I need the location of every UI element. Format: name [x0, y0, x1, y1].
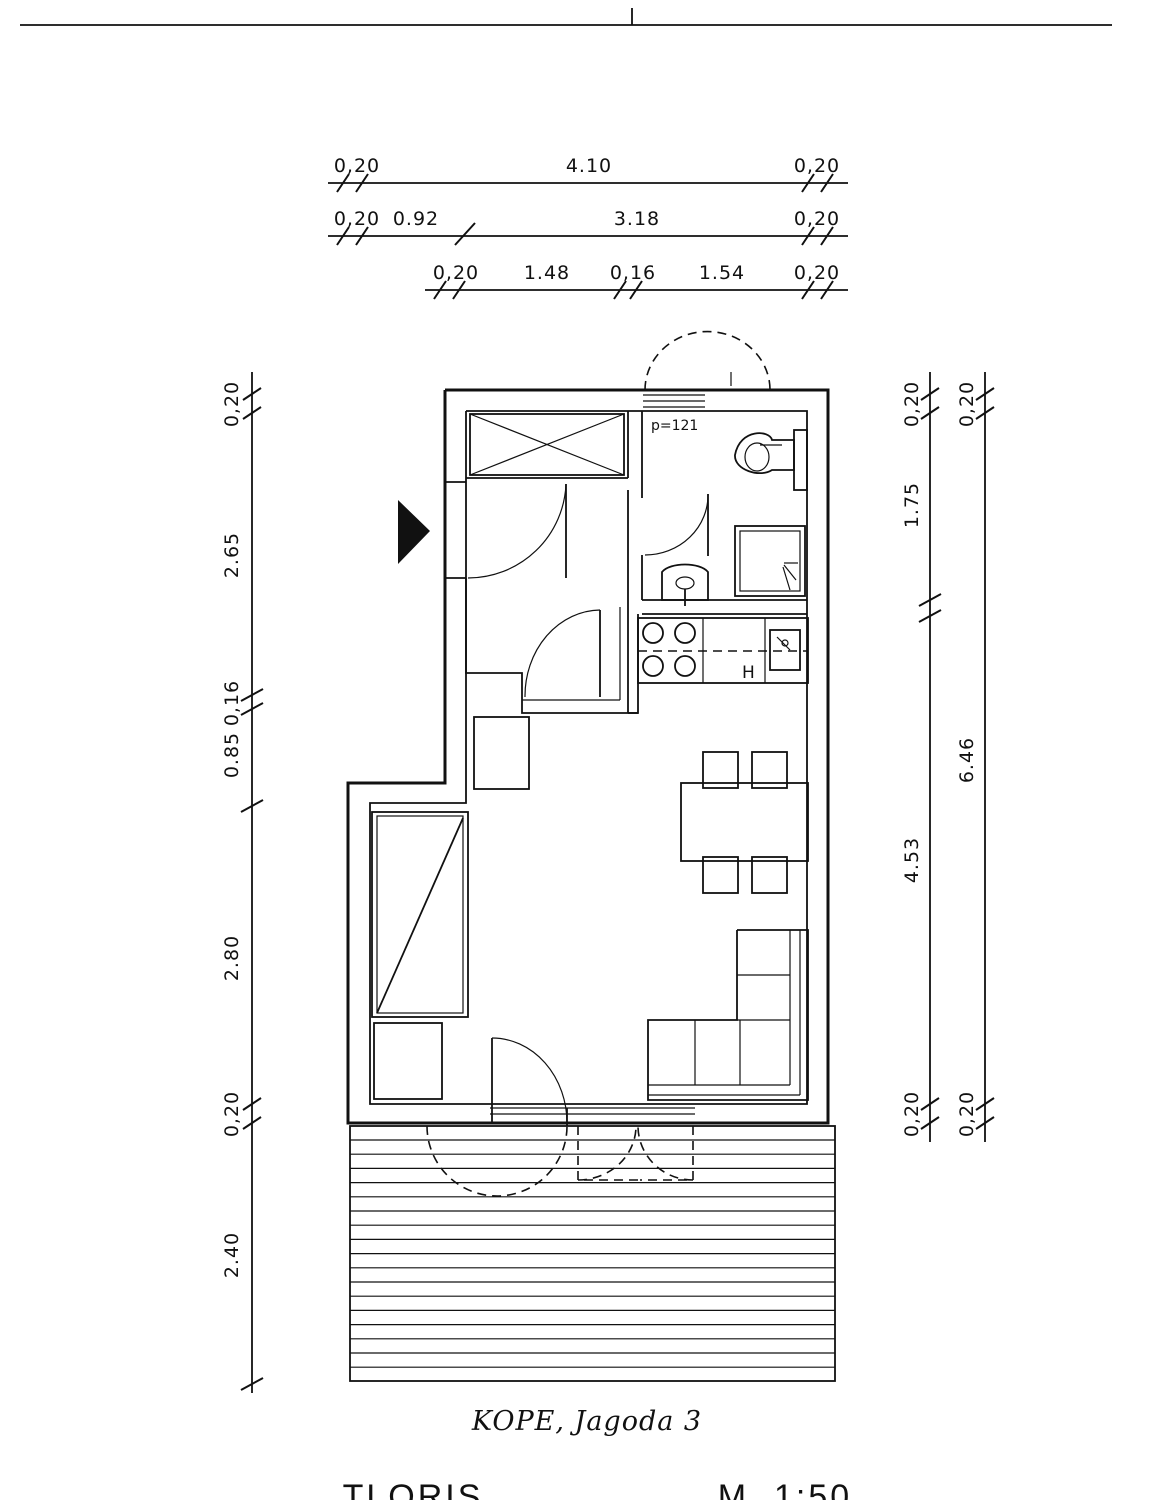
window-parapet-label: p=121 [651, 418, 698, 434]
exterior-walls [346, 388, 830, 1125]
dim-segment: 0.92 [393, 208, 439, 230]
fold-bed [371, 811, 469, 1018]
dimension-row-2: 0,20 0.92 3.18 0,20 [328, 208, 848, 246]
dim-segment: 3.18 [614, 208, 660, 230]
dim-wall-left: 0,20 [334, 155, 380, 177]
dimension-column-right-outer: 0,20 6.46 0,20 [956, 372, 995, 1142]
location-caption: KOPE, Jagoda 3 [471, 1406, 702, 1437]
hob-marker-label: H [742, 663, 755, 683]
dimension-row-1: 0,20 4.10 0,20 [328, 155, 848, 193]
dim-wall-right: 0,20 [794, 262, 840, 284]
dim-partition: 0,16 [610, 262, 656, 284]
dim-segment: 2.80 [221, 935, 243, 981]
dim-wall-left: 0,20 [334, 208, 380, 230]
dining-table [680, 751, 809, 894]
toilet [734, 429, 808, 491]
dim-partition: 0,16 [221, 680, 243, 726]
dim-segment: 2.65 [221, 532, 243, 578]
cabinet [473, 716, 530, 790]
dim-wall-top: 0,20 [221, 381, 243, 427]
dim-wall-bottom: 0,20 [221, 1091, 243, 1137]
dimension-row-3: 0,20 1.48 0,16 1.54 0,20 [425, 262, 848, 300]
dimension-column-right-inner: 0,20 1.75 4.53 0,20 [901, 372, 942, 1142]
dim-wall-top: 0,20 [901, 381, 923, 427]
entrance-door-swing [467, 483, 567, 579]
dim-wall-bottom: 0,20 [956, 1091, 978, 1137]
living-door-swing [491, 1037, 568, 1124]
terrace-door-swings [426, 1107, 695, 1197]
plan-title: TLORIS [343, 1478, 484, 1500]
dim-wall-left: 0,20 [433, 262, 479, 284]
dim-overall-width: 4.10 [566, 155, 612, 177]
dim-bathroom-depth: 1.75 [901, 482, 923, 528]
dim-segment: 1.54 [699, 262, 745, 284]
dim-segment: 1.48 [524, 262, 570, 284]
dim-living-depth: 4.53 [901, 837, 923, 883]
interior-partitions [465, 411, 807, 714]
entrance-arrow-icon [398, 500, 430, 564]
dim-wall-right: 0,20 [794, 208, 840, 230]
bathroom-door-swing [644, 493, 709, 556]
corner-sofa [647, 929, 809, 1101]
dim-wall-top: 0,20 [956, 381, 978, 427]
dim-terrace: 2.40 [221, 1232, 243, 1278]
dim-wall-bottom: 0,20 [901, 1091, 923, 1137]
terrace [349, 1125, 836, 1382]
cabinet [373, 1022, 443, 1100]
shower-tray [734, 525, 806, 597]
washbasin [661, 563, 709, 606]
dim-segment: 0.85 [221, 732, 243, 778]
bathroom-window-swing [644, 330, 771, 391]
dim-overall-depth: 6.46 [956, 737, 978, 783]
dim-wall-right: 0,20 [794, 155, 840, 177]
sheet-frame [20, 8, 1112, 26]
kitchen-counter [637, 617, 809, 684]
plan-scale: M. 1:50 [718, 1478, 852, 1500]
hall-door-swing [524, 609, 601, 698]
storage-cabinet [469, 413, 625, 476]
dimension-column-left: 0,20 2.65 0,16 0.85 2.80 0,20 2.40 [221, 372, 264, 1393]
